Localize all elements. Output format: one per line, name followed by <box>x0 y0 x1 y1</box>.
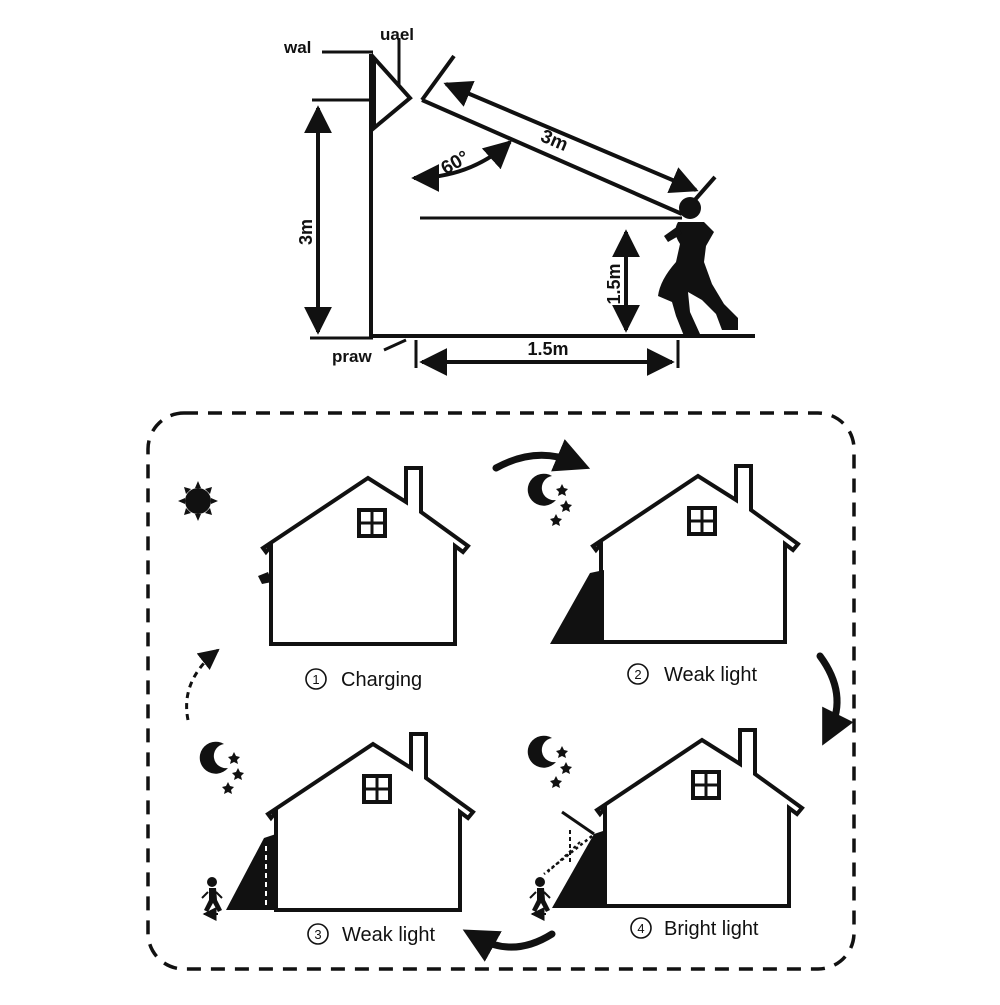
ground-distance-label: 1.5m <box>527 339 568 359</box>
step-4-label: Bright light <box>664 918 759 940</box>
sensor-unit-icon <box>372 52 413 133</box>
step-2-label: Weak light <box>664 664 757 686</box>
person-icon <box>529 876 551 913</box>
person-height-label: 1.5m <box>604 263 624 304</box>
cycle-arrow-icon <box>492 439 591 472</box>
step-2-number: 2 <box>634 667 641 682</box>
cycle-arrow-icon <box>816 652 854 746</box>
step-3-label: Weak light <box>342 924 435 946</box>
mount-height-label: 3m <box>296 219 316 245</box>
step-4-number: 4 <box>637 921 644 936</box>
house-step-2 <box>591 464 800 644</box>
ground-label: praw <box>332 347 372 366</box>
angle-arc <box>411 140 513 192</box>
modes-panel: 1 Charging 2 Weak light 3 Weak light 4 B… <box>146 411 856 971</box>
wall-label: wal <box>283 38 311 57</box>
step-1-label: Charging <box>341 669 422 691</box>
person-icon <box>201 876 223 913</box>
step-1-number: 1 <box>312 672 319 687</box>
moon-stars-icon <box>527 473 572 526</box>
installation-diagram: wal uael 3m praw 3m 60° 1.5m <box>283 25 755 376</box>
unit-label: uael <box>380 25 414 44</box>
step-3-number: 3 <box>314 927 321 942</box>
step-2-caption: 2 Weak light <box>627 663 757 686</box>
house-step-4 <box>595 728 804 908</box>
detect-distance-arrow <box>443 80 699 194</box>
bright-light-cone <box>552 830 606 908</box>
cycle-arrow-icon <box>462 929 556 962</box>
step-3-caption: 3 Weak light <box>307 923 435 946</box>
cycle-arrow-icon <box>185 648 220 721</box>
moon-stars-icon <box>199 741 244 794</box>
weak-light-cone-3 <box>226 834 276 910</box>
house-step-1 <box>261 466 470 646</box>
weak-light-cone <box>550 570 604 644</box>
moon-stars-icon <box>527 735 572 788</box>
dashed-frame <box>146 411 856 971</box>
step-4-caption: 4 Bright light <box>630 917 759 940</box>
sun-icon <box>178 481 218 521</box>
running-person-icon <box>658 197 738 336</box>
house-step-3 <box>266 732 475 912</box>
step-1-caption: 1 Charging <box>305 668 422 691</box>
lamp-unit-icon <box>258 572 272 584</box>
